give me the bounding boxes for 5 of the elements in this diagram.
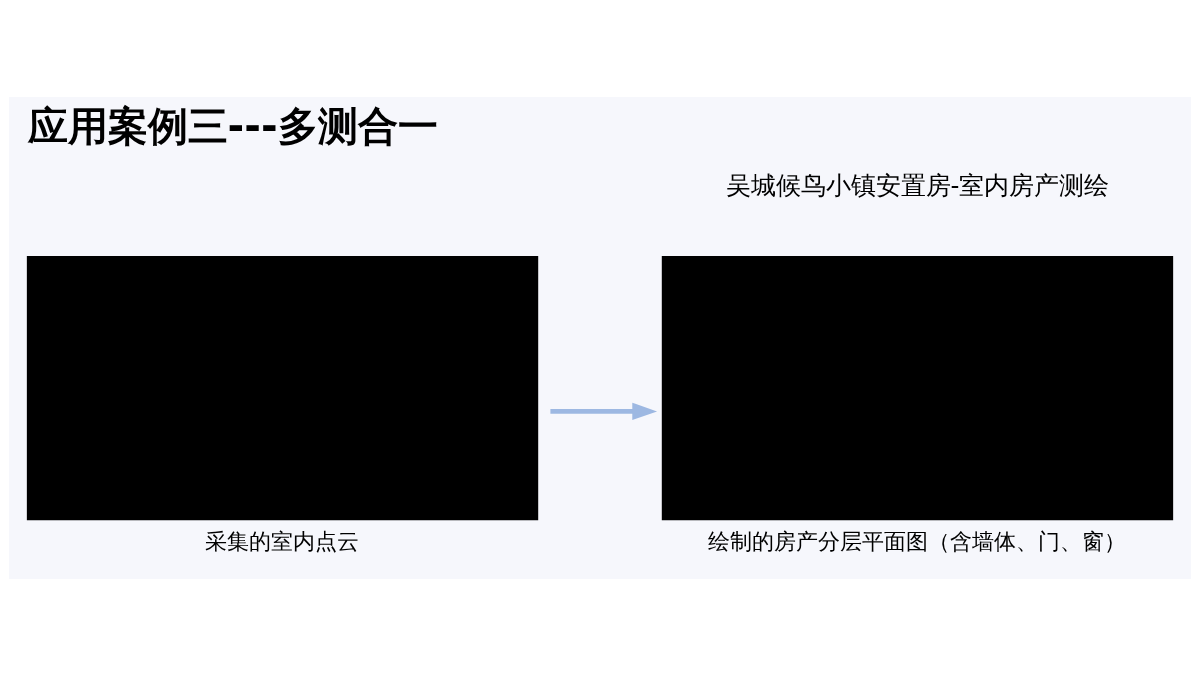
- node-label: 绘制的房产分层平面图（含墙体、门、窗）: [708, 528, 1127, 554]
- arrow: [550, 402, 658, 420]
- label: 吴城候鸟小镇安置房-室内房产测绘: [725, 170, 1110, 200]
- diagram-title: 应用案例三---多测合一: [27, 102, 438, 149]
- node-label: 采集的室内点云: [205, 528, 360, 554]
